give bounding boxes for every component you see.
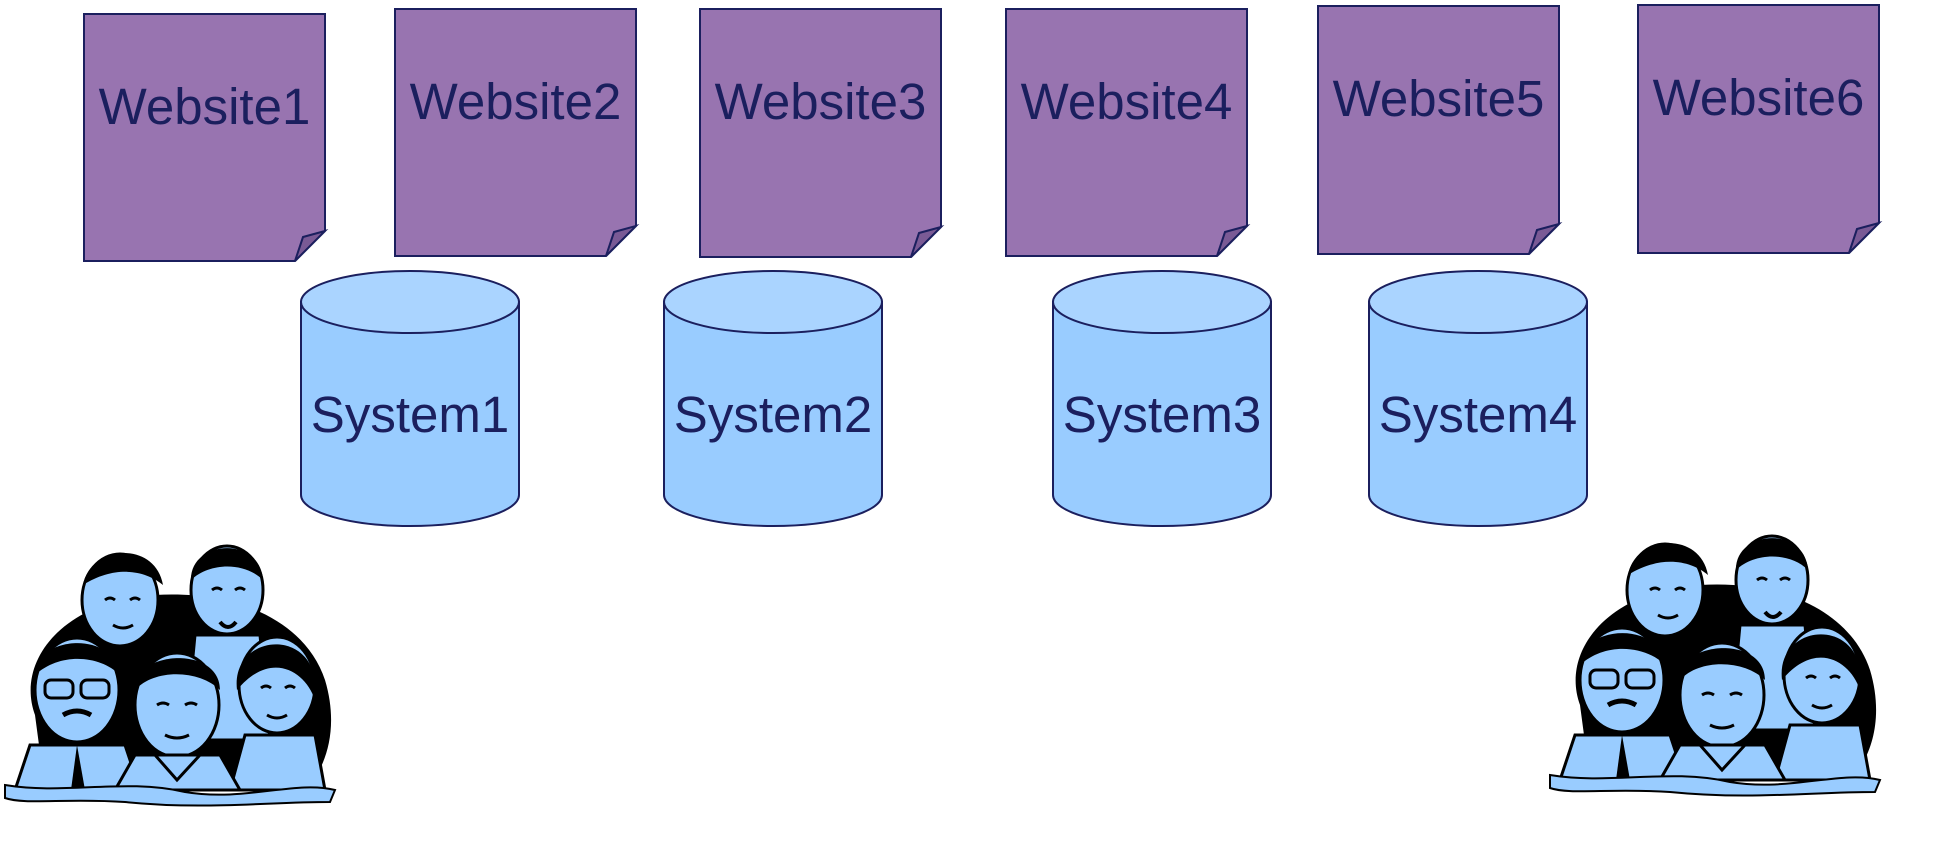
database-icon	[1052, 301, 1272, 527]
cylinder-top	[1052, 270, 1272, 334]
page-fold	[1216, 224, 1251, 257]
website-label: Website1	[99, 78, 311, 135]
database-icon	[663, 301, 883, 527]
websites-row: Website1 Website2 Website3 Website4 Website5…	[83, 4, 1883, 262]
document-icon	[699, 8, 942, 258]
system-1: System1	[300, 270, 520, 527]
website-label: Website6	[1653, 69, 1865, 126]
system-label: System3	[1063, 386, 1261, 443]
system-label: System2	[674, 386, 872, 443]
website-label: Website5	[1333, 70, 1545, 127]
website-label: Website2	[410, 73, 622, 130]
website-2: Website2	[394, 8, 640, 257]
document-icon	[1005, 8, 1248, 257]
page-fold	[910, 225, 945, 258]
page-fold	[605, 224, 640, 257]
database-icon	[300, 301, 520, 527]
website-4: Website4	[1005, 8, 1251, 257]
page-fold	[294, 229, 329, 262]
page-fold	[1848, 221, 1883, 254]
page-fold	[1528, 222, 1563, 255]
website-label: Website3	[715, 73, 927, 130]
cylinder-top	[300, 270, 520, 334]
system-label: System1	[311, 386, 509, 443]
document-icon	[394, 8, 637, 257]
website-1: Website1	[83, 13, 329, 262]
system-label: System4	[1379, 386, 1577, 443]
website-label: Website4	[1021, 73, 1233, 130]
website-3: Website3	[699, 8, 945, 258]
people-group-icon	[5, 546, 335, 806]
website-5: Website5	[1317, 5, 1563, 255]
document-icon	[83, 13, 326, 262]
people-group-icon	[1550, 536, 1880, 796]
systems-row: System1 System2 System3 System4	[300, 270, 1588, 527]
system-3: System3	[1052, 270, 1272, 527]
website-6: Website6	[1637, 4, 1883, 254]
system-4: System4	[1368, 270, 1588, 527]
document-icon	[1637, 4, 1880, 254]
database-icon	[1368, 301, 1588, 527]
cylinder-top	[663, 270, 883, 334]
document-icon	[1317, 5, 1560, 255]
cylinder-top	[1368, 270, 1588, 334]
system-2: System2	[663, 270, 883, 527]
